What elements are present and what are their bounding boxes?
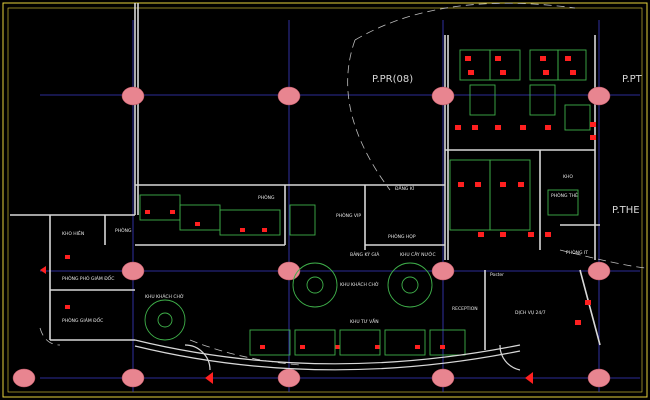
label-ppt: P.PT bbox=[622, 74, 643, 85]
label-khu-cay-nuoc: KHU CÂY NƯỚC bbox=[400, 251, 436, 258]
label-kho-hien: KHO HIÊN bbox=[62, 229, 84, 237]
furniture-top-right bbox=[139, 49, 591, 236]
curved-facade bbox=[134, 339, 521, 371]
label-reception: RECEPTION bbox=[452, 306, 478, 312]
label-bang-ky-gia: BẢNG KÝ GIÁ bbox=[350, 250, 380, 258]
label-poster: Poster bbox=[490, 272, 504, 278]
label-phong: PHÒNG bbox=[258, 194, 275, 201]
label-phong-hop: PHÒNG HỌP bbox=[388, 233, 416, 240]
grid-lines bbox=[40, 20, 640, 392]
label-phong-the: PHÒNG THẺ bbox=[551, 191, 578, 199]
furniture-bottom-counters bbox=[249, 329, 466, 356]
label-dang-ky: ĐĂNG KÍ bbox=[395, 185, 415, 192]
label-phong-pho-giam-doc: PHÒNG PHÓ GIÁM ĐỐC bbox=[62, 274, 114, 282]
columns bbox=[12, 86, 611, 388]
label-khu-tu-van: KHU TƯ VẤN bbox=[350, 317, 379, 325]
chairs-red bbox=[40, 56, 596, 384]
label-pthe: P.THE bbox=[612, 205, 640, 216]
label-ppr: P.PR(08) bbox=[372, 74, 413, 85]
walls bbox=[10, 3, 601, 350]
round-tables bbox=[144, 262, 433, 341]
label-khu-khach-cho-2: KHU KHÁCH CHỜ bbox=[340, 281, 379, 288]
label-phong-nho: PHÒNG bbox=[115, 227, 132, 234]
label-kho: KHO bbox=[563, 174, 573, 180]
dashed-arcs bbox=[39, 2, 646, 366]
label-phong-vip: PHÒNG VIP bbox=[336, 212, 361, 219]
label-phong-it: PHÒNG IT bbox=[566, 249, 588, 256]
label-dich-vu: DỊCH VỤ 24/7 bbox=[515, 310, 546, 316]
label-phong-giam-doc: PHÒNG GIÁM ĐỐC bbox=[62, 316, 103, 324]
label-khu-khach-cho-1: KHU KHÁCH CHỜ bbox=[145, 293, 184, 300]
